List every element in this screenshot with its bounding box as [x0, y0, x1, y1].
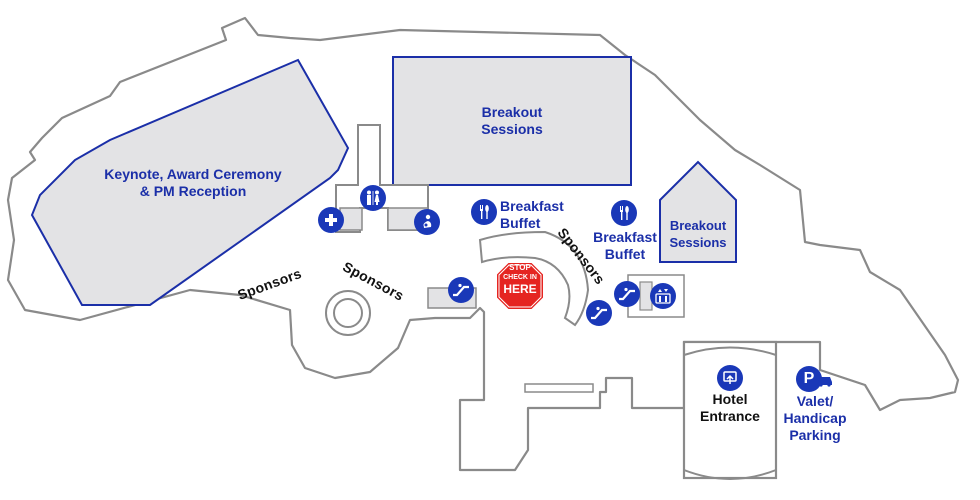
breakfast-buffet-label-1: Breakfast Buffet	[500, 198, 580, 232]
checkin-line3: HERE	[503, 282, 537, 296]
checkin-line1: STOP	[509, 263, 531, 272]
checkin-sign-text: STOP CHECK IN HERE	[496, 263, 544, 296]
hotel-entrance-label: Hotel Entrance	[690, 391, 770, 425]
sponsor-hub-inner	[333, 298, 363, 328]
stop-sign-border	[498, 264, 542, 308]
keynote-room-label: Keynote, Award Ceremony & PM Reception	[88, 166, 298, 200]
buffet2-line1: Breakfast	[593, 229, 657, 245]
building-outline	[6, 16, 960, 472]
breakout-main-line2: Sessions	[481, 121, 543, 137]
checkin-counter	[478, 230, 590, 327]
escalator-icon	[448, 277, 474, 303]
car-icon	[816, 374, 834, 387]
escalator-icon	[586, 300, 612, 326]
parking-icon: P	[796, 366, 822, 392]
buffet1-line2: Buffet	[500, 215, 541, 231]
valet-parking-label: Valet/ Handicap Parking	[772, 393, 858, 444]
elevator-icon	[650, 283, 676, 309]
checkin-line2: CHECK IN	[503, 274, 537, 281]
stop-sign	[495, 261, 545, 311]
hotel-entrance-curve	[683, 346, 777, 356]
first-aid-icon	[318, 207, 344, 233]
valet-line1: Valet/	[796, 393, 834, 409]
hotel-entrance-bottom-curve	[683, 469, 777, 480]
buffet2-line2: Buffet	[604, 246, 646, 262]
breakout-small-room-shape	[659, 160, 737, 263]
entrance-icon	[717, 365, 743, 391]
keynote-room-shape	[30, 58, 350, 306]
keynote-label-line2: & PM Reception	[139, 183, 247, 199]
valet-line2: Handicap	[783, 410, 847, 426]
escalator-icon	[614, 281, 640, 307]
buffet1-line1: Breakfast	[500, 198, 564, 214]
breakfast-buffet-label-2: Breakfast Buffet	[585, 229, 665, 263]
hotel-line1: Hotel	[712, 391, 748, 407]
valet-line3: Parking	[789, 427, 841, 443]
nursing-room-icon	[414, 209, 440, 235]
breakout-main-label: Breakout Sessions	[452, 104, 572, 138]
breakout-small-label: Breakout Sessions	[658, 217, 738, 251]
breakout-small-line2: Sessions	[669, 235, 727, 250]
breakout-small-line1: Breakout	[669, 218, 727, 233]
breakout-main-room-shape	[392, 56, 632, 186]
breakout-main-line1: Breakout	[481, 104, 543, 120]
restroom-icon	[360, 185, 386, 211]
dining-icon	[611, 200, 637, 226]
dining-icon	[471, 199, 497, 225]
hotel-line2: Entrance	[700, 408, 760, 424]
corridor-bar	[524, 383, 594, 393]
keynote-label-line1: Keynote, Award Ceremony	[104, 166, 282, 182]
